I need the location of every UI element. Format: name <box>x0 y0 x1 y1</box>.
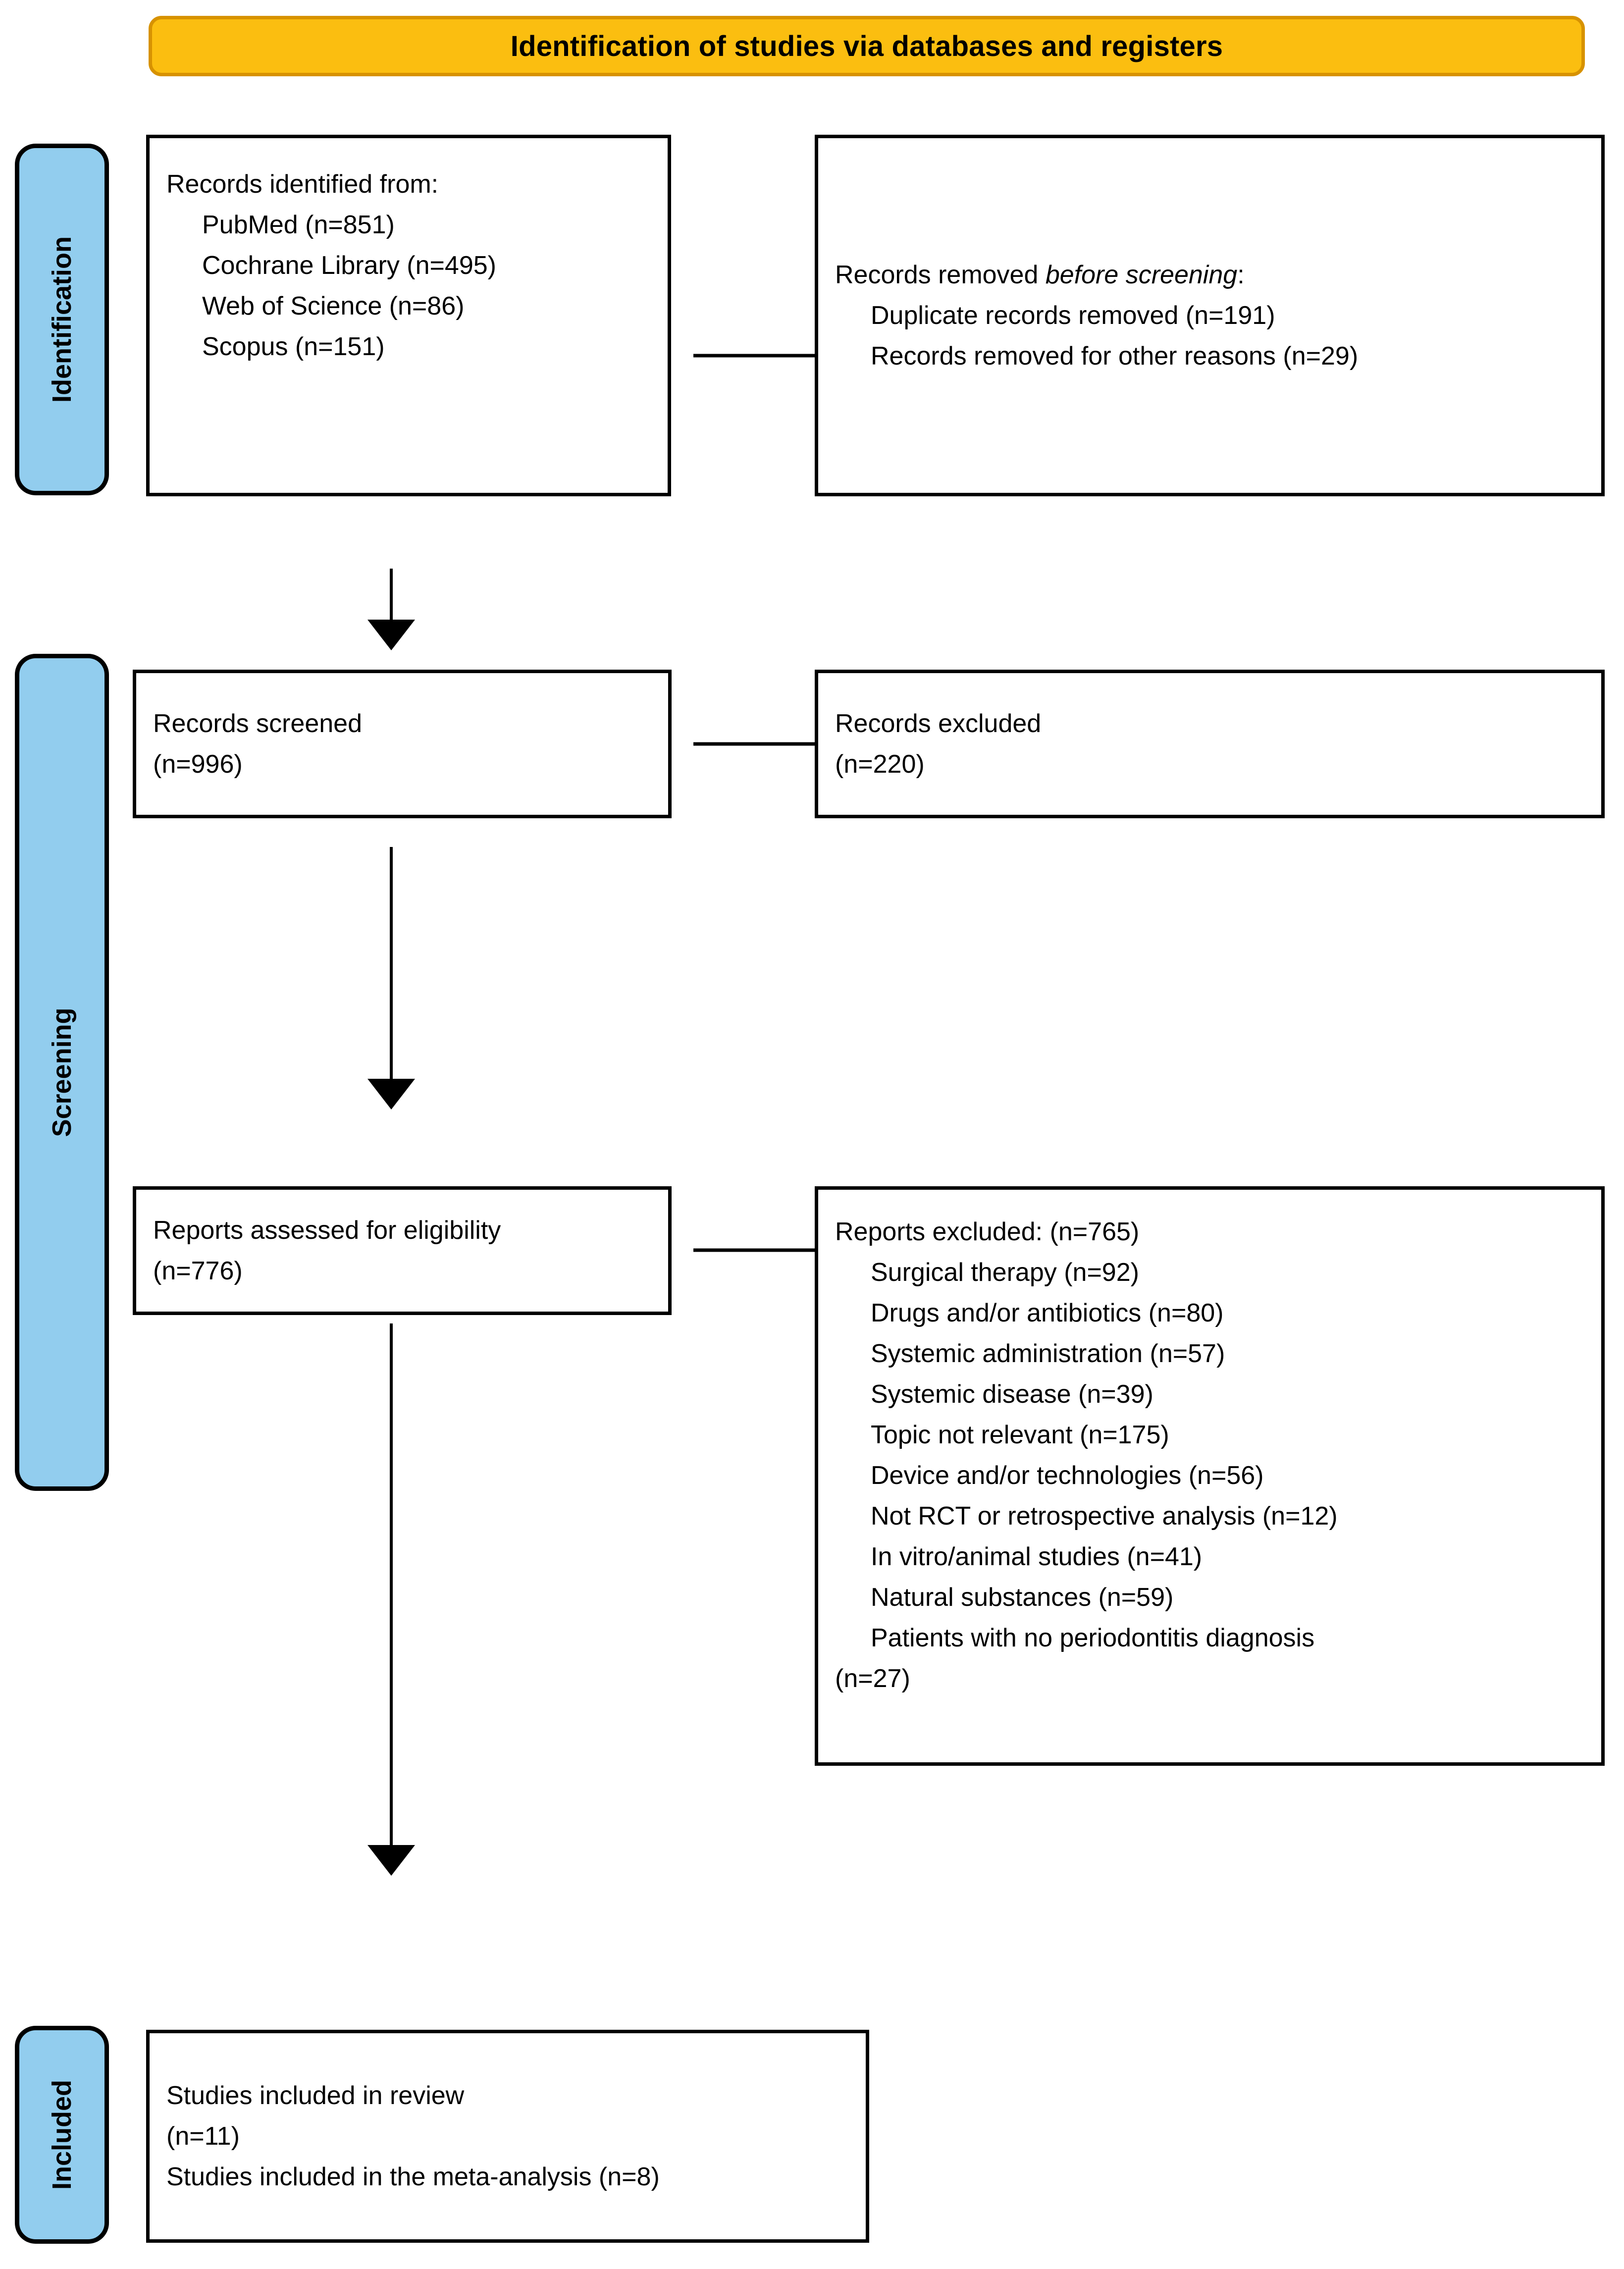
records-identified-heading: Records identified from: <box>166 170 439 199</box>
reports-assessed-label: Reports assessed for eligibility <box>153 1216 501 1245</box>
records-removed-item: Duplicate records removed (n=191) <box>871 301 1275 330</box>
banner-title: Identification of studies via databases … <box>510 30 1223 62</box>
records-removed-heading: Records removed before screening: <box>835 255 1584 295</box>
stage-tab-included-label: Included <box>47 2079 77 2190</box>
box-records-excluded: Records excluded (n=220) <box>815 670 1605 818</box>
reports-excluded-reason: In vitro/animal studies (n=41) <box>871 1542 1203 1571</box>
arrow-identified-to-screened <box>367 569 415 650</box>
reports-excluded-reason: Systemic administration (n=57) <box>871 1339 1225 1368</box>
records-excluded-count: (n=220) <box>835 750 925 779</box>
box-records-identified: Records identified from: PubMed (n=851) … <box>146 135 671 496</box>
records-identified-source: PubMed (n=851) <box>202 211 395 239</box>
records-removed-heading-prefix: Records removed <box>835 261 1046 289</box>
reports-excluded-reason: Natural substances (n=59) <box>871 1583 1174 1612</box>
reports-excluded-reason: Drugs and/or antibiotics (n=80) <box>871 1299 1224 1327</box>
records-removed-heading-suffix: : <box>1237 261 1245 289</box>
reports-excluded-reason: Systemic disease (n=39) <box>871 1380 1153 1409</box>
arrow-screened-to-assessed <box>367 847 415 1109</box>
reports-assessed-count: (n=776) <box>153 1257 243 1285</box>
stage-tab-screening-label: Screening <box>47 1007 77 1137</box>
box-reports-excluded: Reports excluded: (n=765) Surgical thera… <box>815 1186 1605 1766</box>
box-records-removed-before-screening: Records removed before screening: Duplic… <box>815 135 1605 496</box>
studies-included-meta-analysis: Studies included in the meta-analysis (n… <box>166 2163 660 2191</box>
reports-excluded-reason: Not RCT or retrospective analysis (n=12) <box>871 1502 1338 1530</box>
records-screened-count: (n=996) <box>153 750 243 779</box>
reports-excluded-reason-count: (n=27) <box>835 1664 910 1693</box>
stage-tab-included: Included <box>15 2026 109 2244</box>
reports-excluded-heading: Reports excluded: (n=765) <box>835 1217 1140 1246</box>
stage-tab-identification: Identification <box>15 144 109 495</box>
arrow-assessed-to-included <box>367 1323 415 1876</box>
records-removed-item: Records removed for other reasons (n=29) <box>871 342 1359 370</box>
stage-tab-identification-label: Identification <box>47 236 77 403</box>
header-banner: Identification of studies via databases … <box>149 16 1585 76</box>
records-excluded-label: Records excluded <box>835 709 1042 738</box>
reports-excluded-reason: Topic not relevant (n=175) <box>871 1421 1169 1449</box>
reports-excluded-reason: Device and/or technologies (n=56) <box>871 1461 1264 1490</box>
studies-included-review-count: (n=11) <box>166 2122 240 2151</box>
box-records-screened: Records screened (n=996) <box>133 670 672 818</box>
records-removed-heading-italic: before screening <box>1045 261 1238 289</box>
studies-included-review-label: Studies included in review <box>166 2081 465 2110</box>
reports-excluded-reason: Patients with no periodontitis diagnosis <box>871 1624 1315 1652</box>
box-reports-assessed: Reports assessed for eligibility (n=776) <box>133 1186 672 1315</box>
records-screened-label: Records screened <box>153 709 362 738</box>
records-identified-source: Scopus (n=151) <box>202 332 385 361</box>
reports-excluded-reason: Surgical therapy (n=92) <box>871 1258 1139 1287</box>
records-identified-source: Web of Science (n=86) <box>202 292 465 320</box>
records-identified-source: Cochrane Library (n=495) <box>202 251 496 280</box>
box-studies-included: Studies included in review (n=11) Studie… <box>146 2030 869 2243</box>
stage-tab-screening: Screening <box>15 654 109 1491</box>
